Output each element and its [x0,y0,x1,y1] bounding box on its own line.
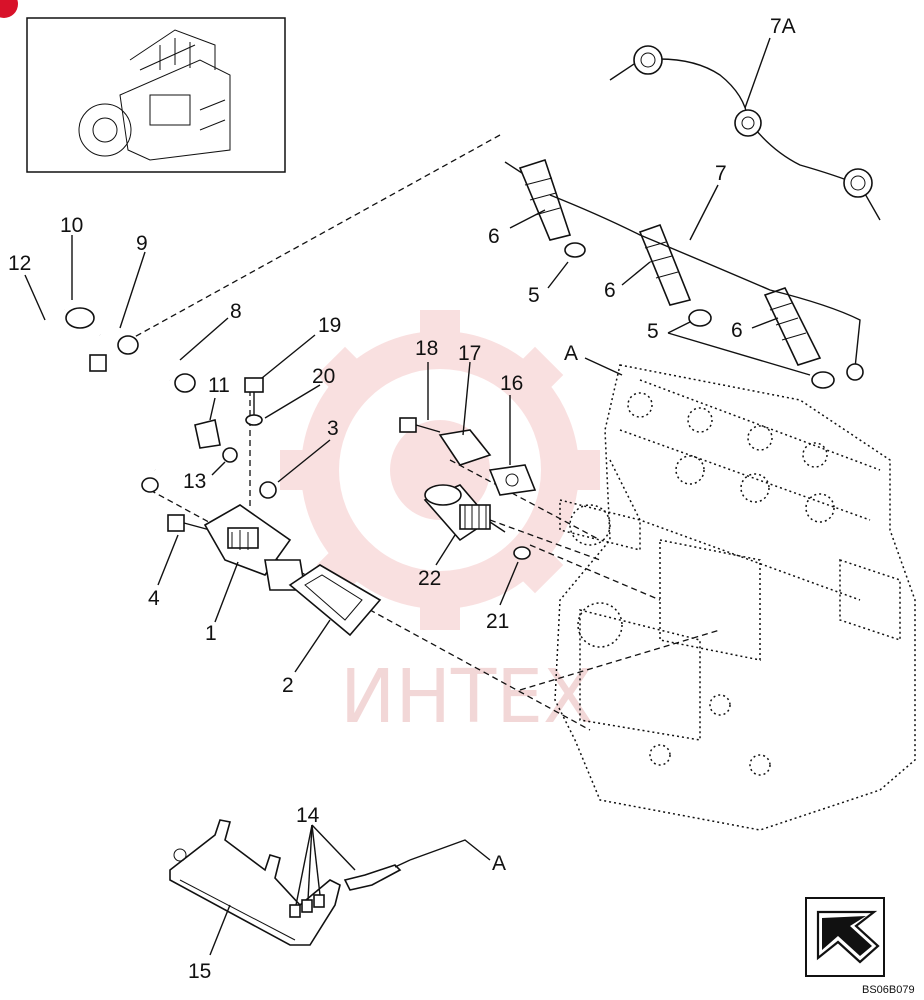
part-13-nut [222,447,238,463]
callout-A-2: A [492,852,506,875]
callout-19: 19 [318,314,341,337]
callout-10: 10 [60,214,83,237]
part-3-nut [259,481,277,499]
part-6-injector-2 [638,223,692,306]
callout-13: 13 [183,470,206,493]
part-20-washer [245,414,263,426]
part-18-bolt [399,417,441,433]
callout-7A: 7A [770,15,796,38]
callout-16: 16 [500,372,523,395]
part-6-injector-3 [763,287,822,366]
callout-6-c: 6 [731,319,743,342]
callout-15: 15 [188,960,211,983]
watermark-text: ИНТЕХ [340,654,594,740]
next-page-arrow-icon[interactable] [805,897,885,977]
part-7A-leakoff-pipe [609,45,881,221]
part-2-gasket [288,564,382,637]
callout-8: 8 [230,300,242,323]
callout-17: 17 [458,342,481,365]
part-5-washer-2 [688,309,712,327]
part-5-washer-3 [811,371,835,389]
part-16-gasket [488,464,537,496]
callout-9: 9 [136,232,148,255]
part-11-clamp [194,419,221,449]
red-corner-marker [0,0,18,18]
part-22-drive [423,484,506,542]
callout-A-1: A [564,342,578,365]
callout-12: 12 [8,252,31,275]
part-21-washer [513,546,531,560]
callout-7: 7 [715,162,727,185]
part-14-glow-plugs [289,859,411,918]
callout-18: 18 [415,337,438,360]
callout-1: 1 [205,622,217,645]
part-17-cover [438,429,492,466]
callout-3: 3 [327,417,339,440]
callout-21: 21 [486,610,509,633]
callout-6-a: 6 [488,225,500,248]
callout-5-a: 5 [528,284,540,307]
part-19-bolt [244,377,264,393]
callout-14: 14 [296,804,320,827]
callout-22: 22 [418,567,441,590]
callout-5-b: 5 [647,320,659,343]
leader-lines [24,37,811,956]
callout-2: 2 [282,674,294,697]
part-7-leakoff-pipe [549,194,861,369]
inset-engine-thumbnail [26,17,286,173]
callout-4: 4 [148,587,160,610]
part-4-bolt [167,514,211,532]
injection-lines [43,307,196,493]
part-6-injector-1 [504,158,572,241]
engine-block [554,364,916,831]
part-5-washer-1 [564,242,586,258]
drawing-code: BS06B079 [862,984,915,996]
part-1-injection-pump [203,504,306,591]
callout-11: 11 [208,374,230,397]
callout-6-b: 6 [604,279,616,302]
part-15-bracket [169,819,341,946]
callout-20: 20 [312,365,335,388]
